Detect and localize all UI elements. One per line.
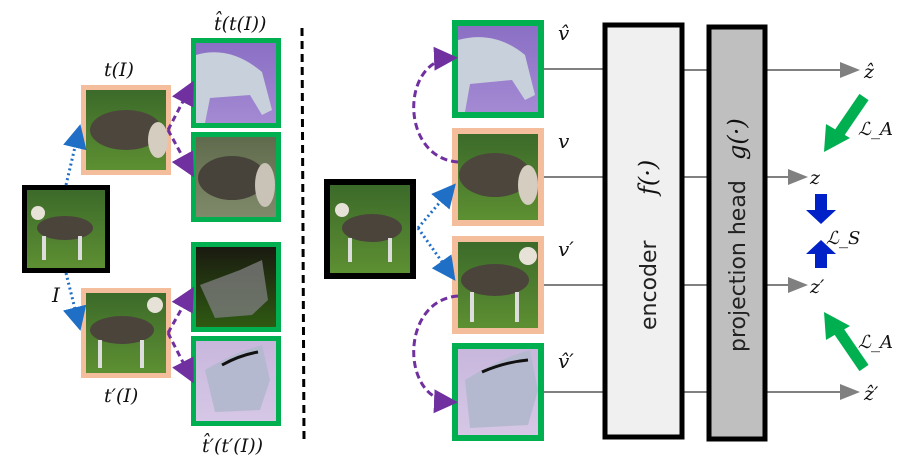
label-z-hat: ẑ [863,61,875,83]
purple-arrow-aug1a [166,80,194,131]
v-prime-hat-image [452,343,544,441]
blue-arrow-v-prime [416,227,456,281]
v-prime-image [452,236,544,334]
aug1a-image [191,38,281,128]
blue-arrow-view2 [62,272,87,331]
purple-arrow-vp-to-vp-hat [412,294,459,414]
panel-divider [300,27,306,441]
original-image [22,185,110,273]
label-v-prime-hat: v̂′ [558,349,574,373]
aug1b-image [191,132,281,222]
purple-arrow-aug1b [166,129,194,178]
v-image [452,128,544,226]
loss-a-arrow-top [824,93,869,152]
label-loss-s: ℒ_S [826,228,860,249]
label-z-prime: z′ [809,276,825,298]
encoder-function: f(·) [634,160,662,197]
aug2b-image [191,336,281,426]
loss-a-arrow-bottom [824,312,869,372]
projection-head-label: projection head [726,180,751,352]
encoder-block: encoder f(·) [602,22,685,440]
purple-arrow-aug2b [166,332,194,384]
purple-arrow-aug2a [166,286,194,334]
label-original: I [51,283,61,307]
view2-image [81,288,171,378]
label-aug2: t̂′(t′(I)) [202,432,263,457]
label-loss-a-bottom: ℒ_A [858,332,893,353]
view1-image [81,85,171,175]
encoder-label: encoder [637,239,662,330]
label-v-prime: v′ [558,237,574,261]
projection-head-function: g(·) [723,118,751,160]
feature-lines [544,62,860,400]
aug2a-image [191,242,281,332]
label-aug1: t̂(t(I)) [214,10,266,35]
blue-arrow-v [416,183,456,229]
label-view2: t′(I) [104,385,138,407]
label-z: z [809,167,821,189]
blue-arrow-view1 [63,124,87,186]
loss-s-arrow-up [806,240,836,268]
loss-s-arrow-down [806,194,836,224]
purple-arrow-v-to-v-hat [412,46,459,164]
label-z-prime-hat: ẑ′ [863,383,879,405]
label-v: v [558,129,570,153]
projection-head-block: projection head g(·) [706,24,768,442]
label-loss-a-top: ℒ_A [858,119,893,140]
original-image-right [324,179,416,279]
label-view1: t(I) [104,59,134,81]
v-hat-image [452,20,544,118]
label-v-hat: v̂ [558,21,570,45]
